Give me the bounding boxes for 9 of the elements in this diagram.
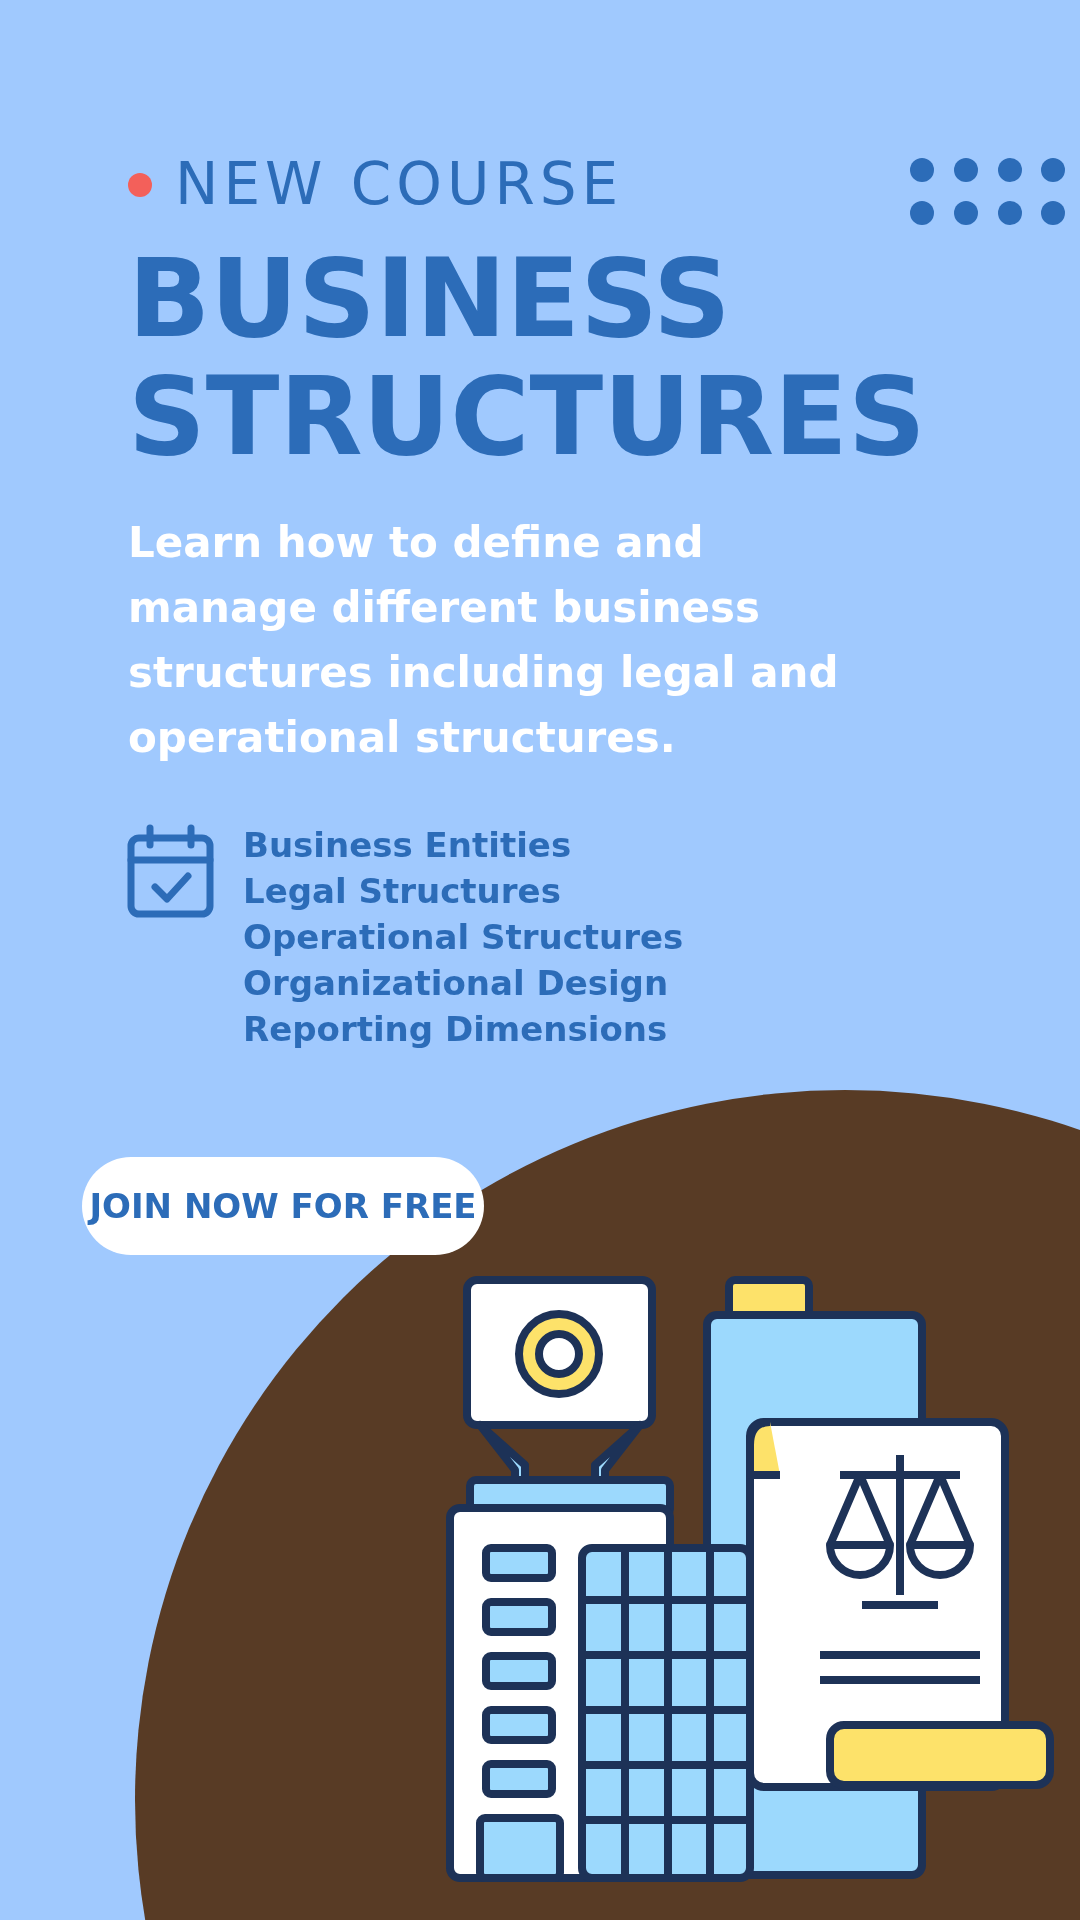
title-heading: BUSINESS STRUCTURES <box>128 240 927 476</box>
kicker-text: NEW COURSE <box>175 150 624 218</box>
join-button: JOIN NOW FOR FREE <box>82 1157 484 1255</box>
topic-list-item: Operational Structures <box>243 917 684 957</box>
description-text: Learn how to define and manage different business structures including legal and operational structures. <box>128 517 840 764</box>
topic-list-item: Organizational Design <box>243 963 669 1003</box>
topic-list-item: Legal Structures <box>243 871 561 911</box>
topic-list-item: Reporting Dimensions <box>243 1009 668 1049</box>
topic-list-item: Business Entities <box>243 825 572 865</box>
